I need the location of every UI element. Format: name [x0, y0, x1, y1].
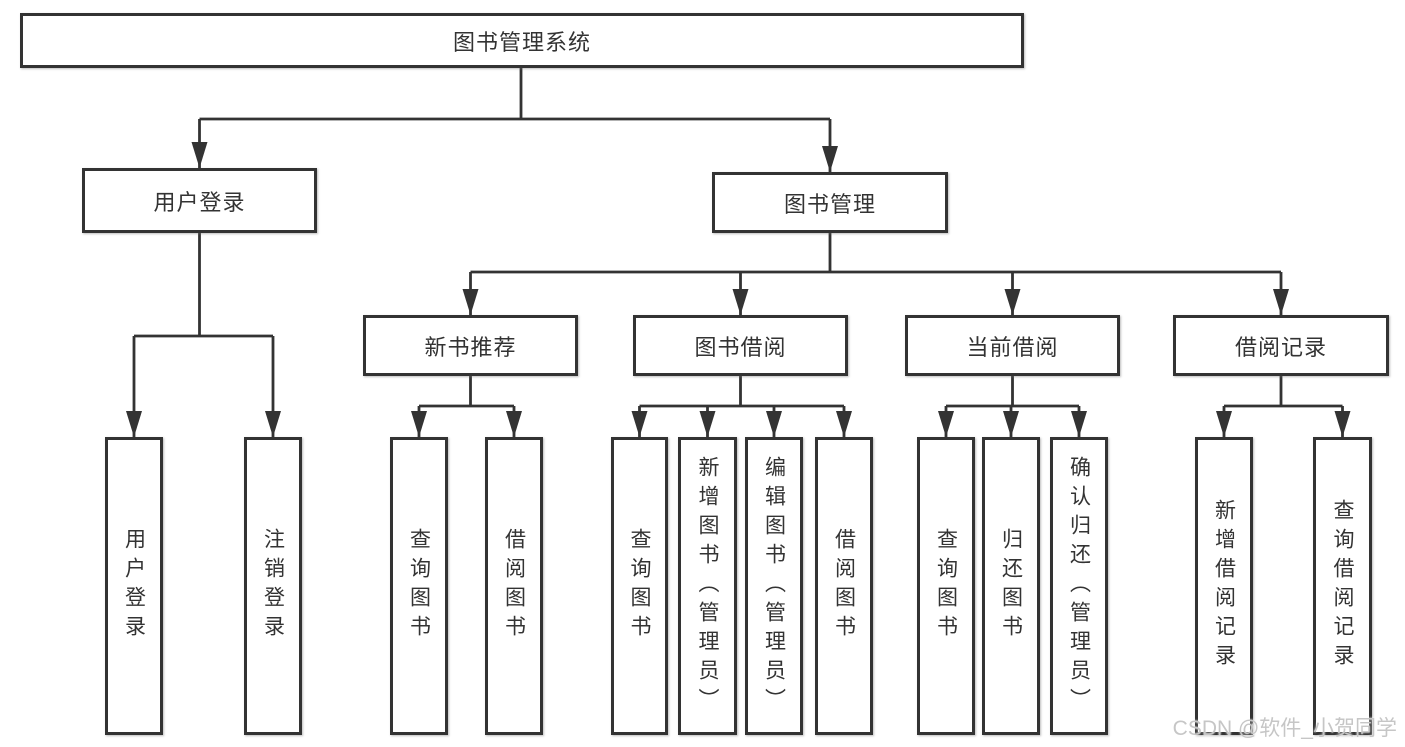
leaf-query-borrow-record: 查询借阅记录: [1313, 437, 1372, 735]
node-book-borrow: 图书借阅: [633, 315, 848, 376]
node-book-borrow-label: 图书借阅: [694, 334, 787, 360]
leaf-recommend-borrow-books-label: 借阅图书: [502, 528, 526, 644]
leaf-user-login: 用户登录: [105, 437, 163, 735]
node-current-borrow: 当前借阅: [905, 315, 1120, 376]
leaf-user-login-label: 用户登录: [122, 528, 146, 644]
leaf-add-borrow-record: 新增借阅记录: [1195, 437, 1253, 735]
leaf-recommend-query-books-label: 查询图书: [407, 528, 431, 644]
leaf-add-borrow-record-label: 新增借阅记录: [1212, 499, 1236, 673]
leaf-borrow-query-books: 查询图书: [611, 437, 668, 735]
leaf-add-book-admin-label: 新增图书（管理员）: [696, 455, 719, 717]
leaf-edit-book-admin: 编辑图书（管理员）: [745, 437, 803, 735]
csdn-watermark: CSDN @软件_小贺同学: [1172, 717, 1397, 740]
leaf-recommend-query-books: 查询图书: [390, 437, 448, 735]
node-borrow-records: 借阅记录: [1173, 315, 1389, 376]
node-new-book-recommend-label: 新书推荐: [424, 334, 517, 360]
node-user-login: 用户登录: [82, 168, 317, 233]
node-new-book-recommend: 新书推荐: [363, 315, 578, 376]
leaf-confirm-return-admin: 确认归还（管理员）: [1050, 437, 1108, 735]
leaf-confirm-return-admin-label: 确认归还（管理员）: [1067, 455, 1091, 717]
leaf-current-query-books: 查询图书: [917, 437, 975, 735]
leaf-logout: 注销登录: [244, 437, 302, 735]
node-user-login-label: 用户登录: [153, 189, 246, 215]
leaf-add-book-admin: 新增图书（管理员）: [678, 437, 737, 735]
leaf-borrow-query-books-label: 查询图书: [628, 528, 651, 644]
leaf-logout-label: 注销登录: [261, 528, 285, 644]
leaf-borrow-borrow-books-label: 借阅图书: [832, 528, 856, 644]
leaf-recommend-borrow-books: 借阅图书: [485, 437, 543, 735]
node-root-label: 图书管理系统: [452, 29, 591, 55]
leaf-current-query-books-label: 查询图书: [934, 528, 958, 644]
leaf-return-book: 归还图书: [982, 437, 1040, 735]
node-borrow-records-label: 借阅记录: [1234, 334, 1327, 360]
node-book-management: 图书管理: [712, 172, 948, 233]
leaf-borrow-borrow-books: 借阅图书: [815, 437, 873, 735]
leaf-return-book-label: 归还图书: [999, 528, 1023, 644]
leaf-query-borrow-record-label: 查询借阅记录: [1331, 499, 1354, 673]
node-root: 图书管理系统: [20, 13, 1024, 68]
node-current-borrow-label: 当前借阅: [966, 334, 1059, 360]
node-book-management-label: 图书管理: [783, 191, 876, 217]
leaf-edit-book-admin-label: 编辑图书（管理员）: [762, 455, 786, 717]
